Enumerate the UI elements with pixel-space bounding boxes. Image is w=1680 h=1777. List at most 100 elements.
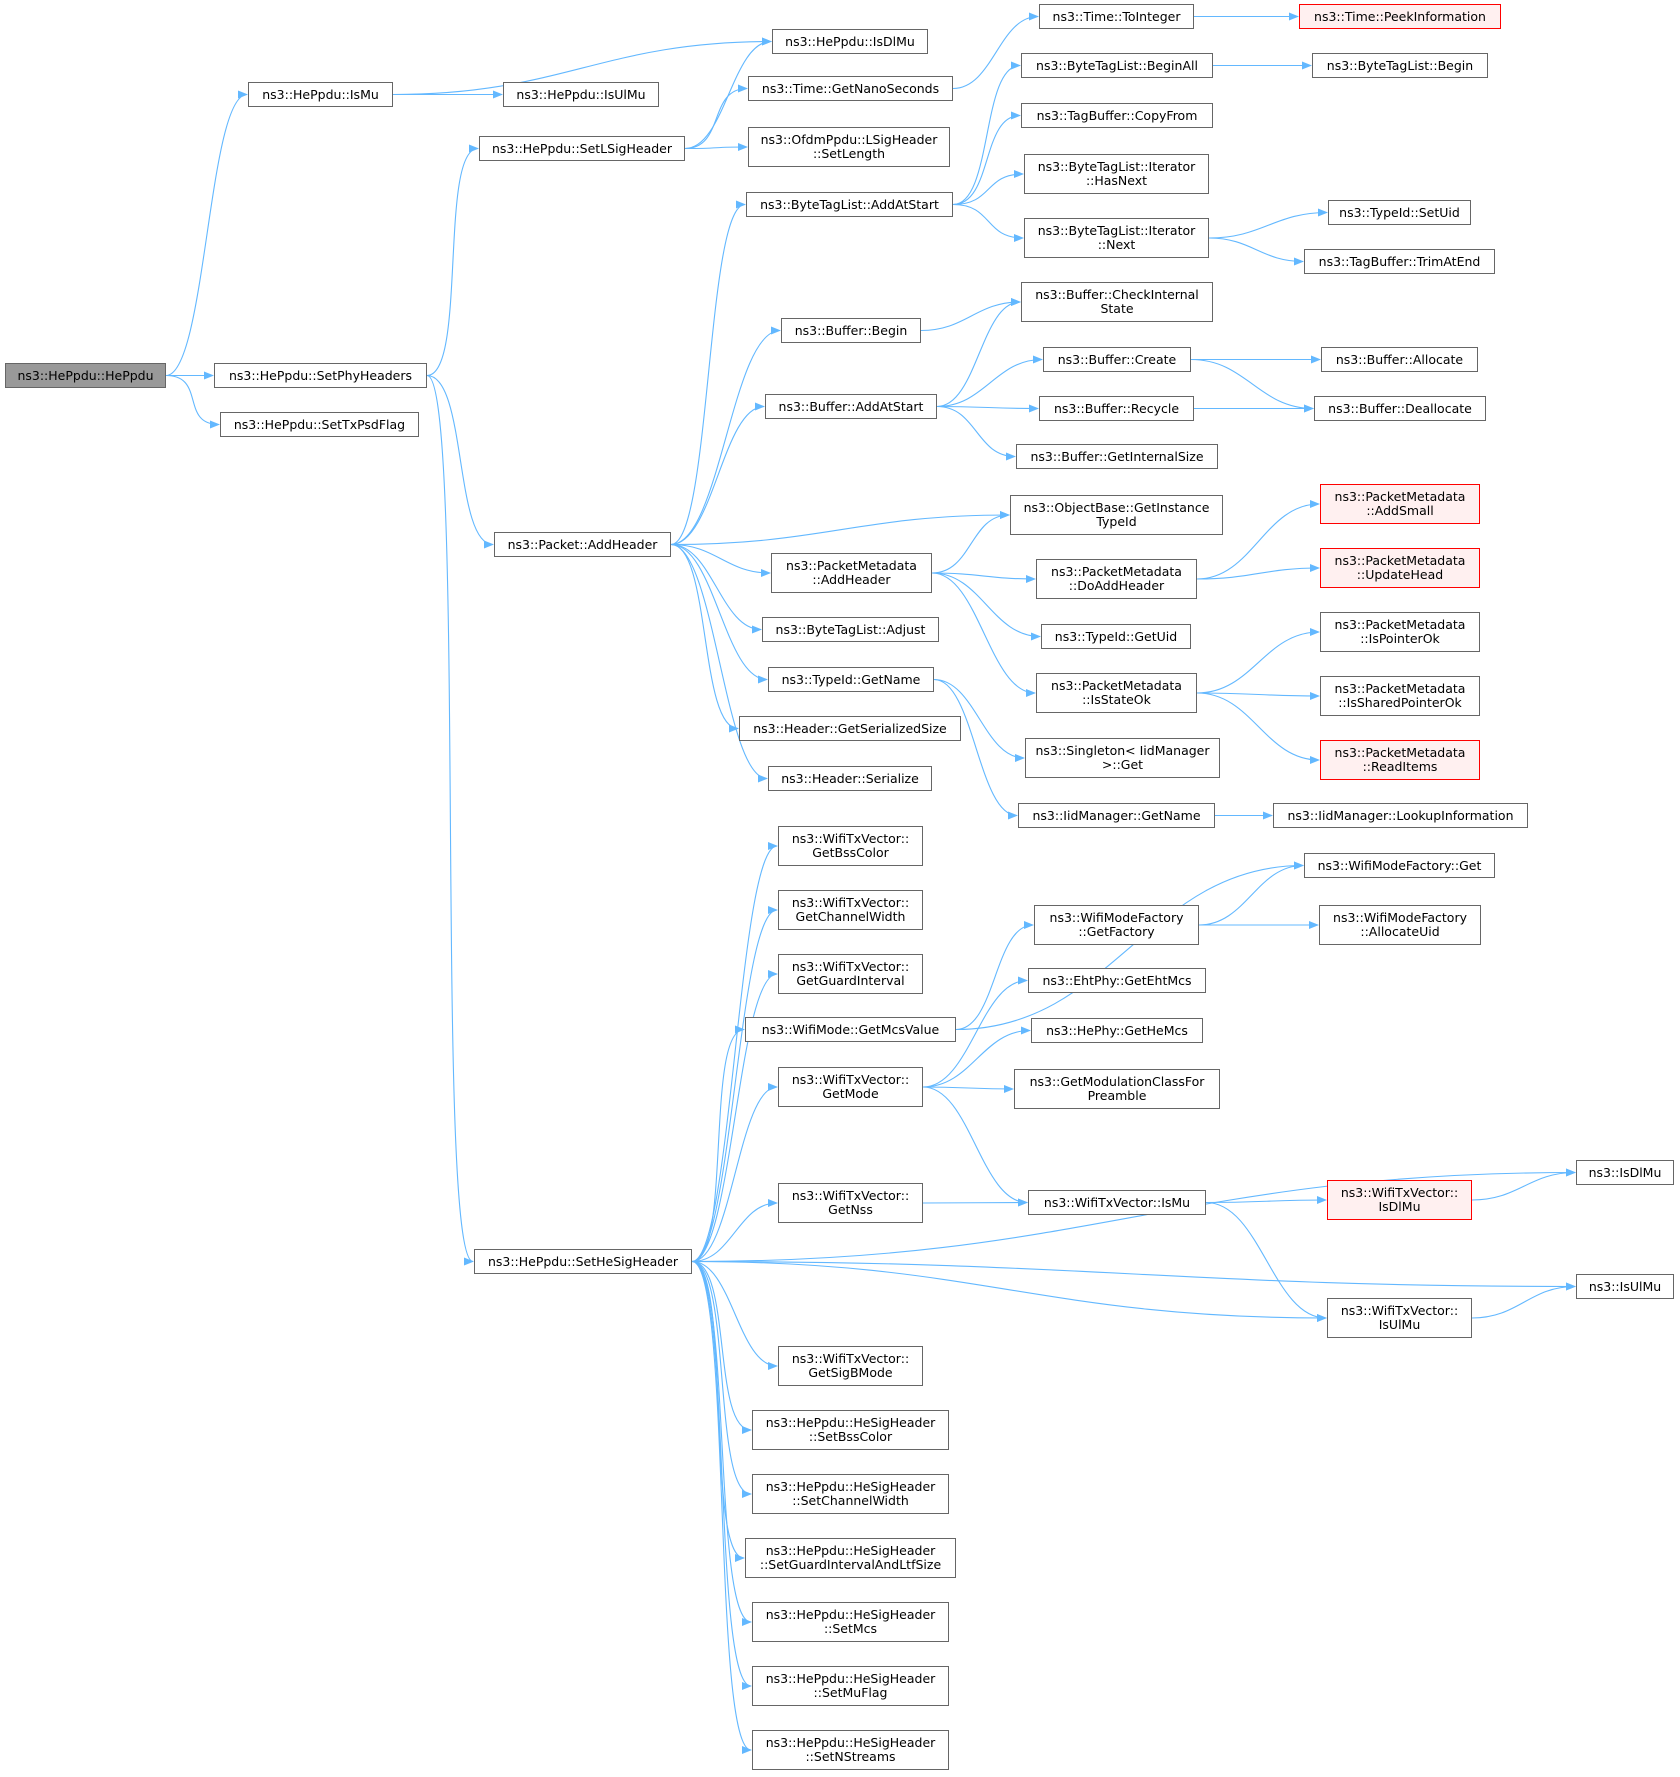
graph-node-wtv-getnss[interactable]: ns3::WifiTxVector::GetNss bbox=[778, 1183, 923, 1223]
graph-node-wmf-getfactory[interactable]: ns3::WifiModeFactory::GetFactory bbox=[1034, 905, 1199, 945]
edge-wifimode-getmcsvalue-to-wmf-getfactory bbox=[955, 921, 1034, 1031]
graph-node-pm-doaddheader[interactable]: ns3::PacketMetadata::DoAddHeader bbox=[1036, 559, 1197, 599]
graph-node-pm-addsmall[interactable]: ns3::PacketMetadata::AddSmall bbox=[1320, 484, 1480, 524]
graph-node-wtv-isdlmu[interactable]: ns3::WifiTxVector::IsDlMu bbox=[1327, 1180, 1472, 1220]
graph-node-wtv-getguardinterval[interactable]: ns3::WifiTxVector::GetGuardInterval bbox=[778, 954, 923, 994]
graph-node-buffer-allocate[interactable]: ns3::Buffer::Allocate bbox=[1321, 347, 1478, 372]
graph-node-heppdu-sethesigheader[interactable]: ns3::HePpdu::SetHeSigHeader bbox=[474, 1249, 692, 1274]
graph-node-header-serialize[interactable]: ns3::Header::Serialize bbox=[768, 766, 932, 791]
graph-node-time-getnanoseconds[interactable]: ns3::Time::GetNanoSeconds bbox=[748, 76, 953, 101]
graph-node-hsh-setnstreams[interactable]: ns3::HePpdu::HeSigHeader::SetNStreams bbox=[752, 1730, 949, 1770]
graph-node-btl-begin[interactable]: ns3::ByteTagList::Begin bbox=[1312, 53, 1488, 78]
graph-node-iidmanager-lookupinformation[interactable]: ns3::IidManager::LookupInformation bbox=[1273, 803, 1528, 828]
graph-node-ehtphy-getehtmcs[interactable]: ns3::EhtPhy::GetEhtMcs bbox=[1028, 968, 1206, 993]
graph-node-hsh-setmcs[interactable]: ns3::HePpdu::HeSigHeader::SetMcs bbox=[752, 1602, 949, 1642]
graph-node-pm-issharedpointerok[interactable]: ns3::PacketMetadata::IsSharedPointerOk bbox=[1320, 676, 1480, 716]
graph-node-btl-beginall[interactable]: ns3::ByteTagList::BeginAll bbox=[1021, 53, 1213, 78]
graph-node-pm-updatehead[interactable]: ns3::PacketMetadata::UpdateHead bbox=[1320, 548, 1480, 588]
edge-heppdu-sethesigheader-to-wtv-getnss bbox=[691, 1199, 778, 1263]
graph-node-buffer-create[interactable]: ns3::Buffer::Create bbox=[1043, 347, 1191, 372]
graph-node-wmf-allocateuid[interactable]: ns3::WifiModeFactory::AllocateUid bbox=[1319, 905, 1481, 945]
node-label: State bbox=[1100, 301, 1134, 316]
graph-node-heppdu-settxpsdflag[interactable]: ns3::HePpdu::SetTxPsdFlag bbox=[220, 412, 419, 437]
graph-node-bytetaglist-addatstart[interactable]: ns3::ByteTagList::AddAtStart bbox=[746, 192, 953, 217]
edge-heppdu-heppdu-to-heppdu-ismu bbox=[165, 90, 248, 377]
graph-node-isulmu[interactable]: ns3::IsUlMu bbox=[1576, 1274, 1674, 1299]
edge-heppdu-sethesigheader-to-isdlmu bbox=[691, 1168, 1576, 1263]
node-label: >::Get bbox=[1101, 757, 1144, 772]
edge-typeid-getname-to-iidmanager-getname bbox=[933, 678, 1018, 820]
graph-node-heppdu-ismu[interactable]: ns3::HePpdu::IsMu bbox=[248, 82, 393, 107]
graph-node-typeid-getuid[interactable]: ns3::TypeId::GetUid bbox=[1041, 624, 1191, 649]
node-label: ::IsPointerOk bbox=[1360, 631, 1440, 646]
graph-node-wtv-getsigbmode[interactable]: ns3::WifiTxVector::GetSigBMode bbox=[778, 1346, 923, 1386]
node-label: ns3::IidManager::GetName bbox=[1032, 807, 1201, 823]
node-label: ns3::ObjectBase::GetInstance bbox=[1023, 500, 1210, 515]
graph-node-tagbuffer-copyfrom[interactable]: ns3::TagBuffer::CopyFrom bbox=[1021, 103, 1213, 128]
graph-node-time-peekinformation[interactable]: ns3::Time::PeekInformation bbox=[1299, 4, 1501, 29]
edge-wtv-ismu-to-wtv-isulmu bbox=[1205, 1201, 1327, 1322]
node-label: ns3::PacketMetadata bbox=[1334, 489, 1466, 504]
graph-node-wmf-get[interactable]: ns3::WifiModeFactory::Get bbox=[1304, 853, 1495, 878]
graph-node-btl-iter-next[interactable]: ns3::ByteTagList::Iterator::Next bbox=[1024, 218, 1209, 258]
graph-node-heppdu-setphyheaders[interactable]: ns3::HePpdu::SetPhyHeaders bbox=[214, 363, 427, 388]
graph-node-pm-isstateok[interactable]: ns3::PacketMetadata::IsStateOk bbox=[1036, 673, 1197, 713]
graph-node-packetmetadata-addheader[interactable]: ns3::PacketMetadata::AddHeader bbox=[771, 553, 932, 593]
edge-buffer-addatstart-to-buffer-recycle bbox=[936, 404, 1039, 413]
graph-node-buffer-begin[interactable]: ns3::Buffer::Begin bbox=[781, 318, 921, 343]
edge-wtv-isdlmu-to-isdlmu bbox=[1471, 1168, 1576, 1201]
graph-node-hsh-setmuflag[interactable]: ns3::HePpdu::HeSigHeader::SetMuFlag bbox=[752, 1666, 949, 1706]
edge-pm-isstateok-to-pm-ispointerok bbox=[1196, 628, 1320, 694]
graph-node-header-getserializedsize[interactable]: ns3::Header::GetSerializedSize bbox=[739, 716, 961, 741]
node-label: ns3::PacketMetadata bbox=[1334, 617, 1466, 632]
node-label: ::AddHeader bbox=[812, 572, 891, 587]
graph-node-hsh-setbsscolor[interactable]: ns3::HePpdu::HeSigHeader::SetBssColor bbox=[752, 1410, 949, 1450]
node-label: ::SetChannelWidth bbox=[792, 1493, 909, 1508]
graph-node-heppdu-setlsigheader[interactable]: ns3::HePpdu::SetLSigHeader bbox=[479, 136, 685, 161]
graph-node-wifimode-getmcsvalue[interactable]: ns3::WifiMode::GetMcsValue bbox=[745, 1017, 956, 1042]
graph-node-hephy-gethemcs[interactable]: ns3::HePhy::GetHeMcs bbox=[1031, 1018, 1203, 1043]
node-label: GetGuardInterval bbox=[796, 973, 905, 988]
graph-node-time-tointeger[interactable]: ns3::Time::ToInteger bbox=[1039, 4, 1194, 29]
edge-buffer-begin-to-buffer-checkinternalstate bbox=[920, 298, 1021, 332]
graph-node-heppdu-isulmu[interactable]: ns3::HePpdu::IsUlMu bbox=[503, 82, 659, 107]
graph-node-btl-iter-hasnext[interactable]: ns3::ByteTagList::Iterator::HasNext bbox=[1024, 154, 1209, 194]
node-label: ns3::Buffer::Begin bbox=[794, 322, 908, 338]
graph-node-packet-addheader[interactable]: ns3::Packet::AddHeader bbox=[494, 532, 671, 557]
graph-node-wtv-getmode[interactable]: ns3::WifiTxVector::GetMode bbox=[778, 1067, 923, 1107]
graph-node-wtv-isulmu[interactable]: ns3::WifiTxVector::IsUlMu bbox=[1327, 1298, 1472, 1338]
graph-node-singleton-get[interactable]: ns3::Singleton< IidManager>::Get bbox=[1025, 738, 1220, 778]
node-label: ::ReadItems bbox=[1362, 759, 1438, 774]
graph-node-wtv-getbsscolor[interactable]: ns3::WifiTxVector::GetBssColor bbox=[778, 826, 923, 866]
node-label: ns3::ByteTagList::Adjust bbox=[775, 621, 926, 637]
edge-time-getnanoseconds-to-time-tointeger bbox=[952, 12, 1039, 90]
node-label: ns3::HePpdu::HeSigHeader bbox=[765, 1607, 936, 1622]
graph-node-buffer-getinternalsize[interactable]: ns3::Buffer::GetInternalSize bbox=[1016, 444, 1218, 469]
graph-node-iidmanager-getname[interactable]: ns3::IidManager::GetName bbox=[1018, 803, 1215, 828]
graph-node-isdlmu[interactable]: ns3::IsDlMu bbox=[1576, 1160, 1674, 1185]
edge-wtv-isulmu-to-isulmu bbox=[1471, 1282, 1576, 1319]
graph-node-buffer-deallocate[interactable]: ns3::Buffer::Deallocate bbox=[1314, 396, 1486, 421]
graph-node-ofdmppdu-setlength[interactable]: ns3::OfdmPpdu::LSigHeader::SetLength bbox=[748, 127, 950, 167]
graph-node-wtv-ismu[interactable]: ns3::WifiTxVector::IsMu bbox=[1028, 1190, 1206, 1215]
graph-node-typeid-getname[interactable]: ns3::TypeId::GetName bbox=[768, 667, 934, 692]
graph-node-buffer-recycle[interactable]: ns3::Buffer::Recycle bbox=[1039, 396, 1194, 421]
graph-node-hsh-setguardinterval[interactable]: ns3::HePpdu::HeSigHeader::SetGuardInterv… bbox=[745, 1538, 956, 1578]
graph-node-typeid-setuid[interactable]: ns3::TypeId::SetUid bbox=[1328, 200, 1471, 225]
graph-node-tagbuffer-trimatend[interactable]: ns3::TagBuffer::TrimAtEnd bbox=[1304, 249, 1495, 274]
graph-node-buffer-addatstart[interactable]: ns3::Buffer::AddAtStart bbox=[765, 394, 937, 419]
node-label: ::SetGuardIntervalAndLtfSize bbox=[759, 1557, 942, 1572]
graph-node-bytetaglist-adjust[interactable]: ns3::ByteTagList::Adjust bbox=[762, 617, 939, 642]
graph-node-pm-ispointerok[interactable]: ns3::PacketMetadata::IsPointerOk bbox=[1320, 612, 1480, 652]
graph-node-hsh-setchannelwidth[interactable]: ns3::HePpdu::HeSigHeader::SetChannelWidt… bbox=[752, 1474, 949, 1514]
node-label: ns3::HePpdu::SetTxPsdFlag bbox=[233, 416, 406, 432]
graph-node-wtv-getchannelwidth[interactable]: ns3::WifiTxVector::GetChannelWidth bbox=[778, 890, 923, 930]
node-label: ::AddSmall bbox=[1366, 503, 1434, 518]
graph-node-pm-readitems[interactable]: ns3::PacketMetadata::ReadItems bbox=[1320, 740, 1480, 780]
node-label: ns3::Header::GetSerializedSize bbox=[753, 720, 947, 736]
graph-node-heppdu-isdlmu[interactable]: ns3::HePpdu::IsDlMu bbox=[772, 29, 928, 54]
node-label: Preamble bbox=[1087, 1088, 1147, 1103]
